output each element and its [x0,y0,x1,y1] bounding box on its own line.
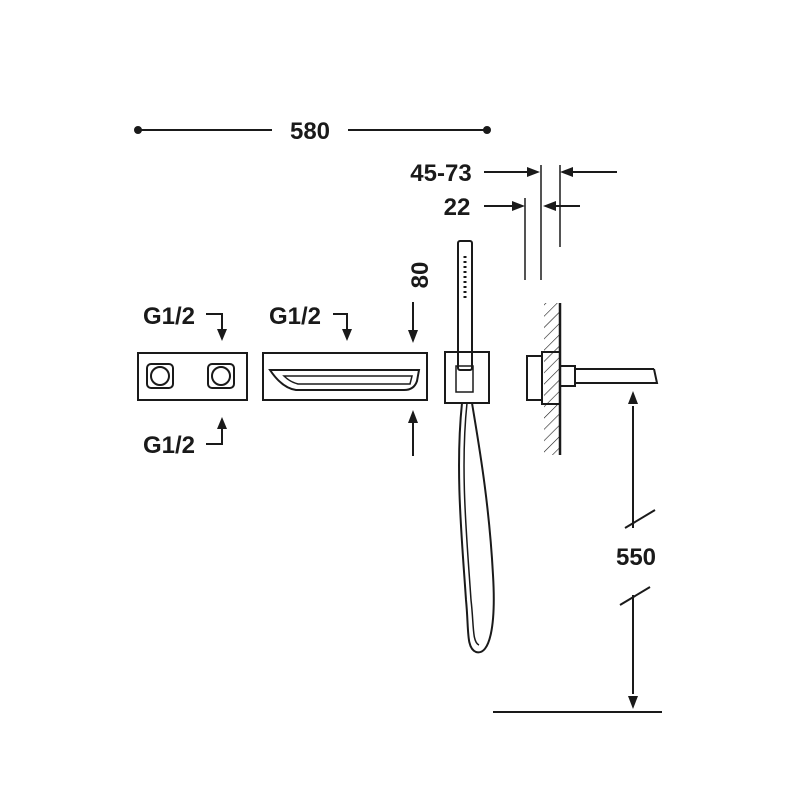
overall-width-label: 580 [290,118,330,145]
hand-shower [444,240,495,654]
overall-width-dimension: 580 [134,118,491,145]
mixer-handle-left [146,363,174,389]
wall-depth-label: 45-73 [410,160,471,187]
spout-diameter-label: 22 [444,194,471,221]
spout-inlet-connection-label: G1/2 [269,303,321,330]
mixer-plate [137,352,248,401]
mixer-handle-right [207,363,235,389]
mixer-top-connection: G1/2 [143,303,227,341]
spout-side-view [526,351,659,405]
wall-section [544,303,562,455]
spout-height-dimension: 80 [407,262,434,456]
spout-diameter-dimension: 22 [444,194,580,280]
mixer-bottom-connection-label: G1/2 [143,432,195,459]
spout-inlet-connection: G1/2 [269,303,352,341]
mixer-bottom-connection: G1/2 [143,417,227,459]
wall-depth-dimension: 45-73 [410,160,617,280]
mixer-top-connection-label: G1/2 [143,303,195,330]
spout-front-view [262,352,428,401]
spout-height-label: 80 [407,262,434,289]
floor-height-label: 550 [616,544,656,571]
floor-height-dimension: 550 [493,391,662,713]
